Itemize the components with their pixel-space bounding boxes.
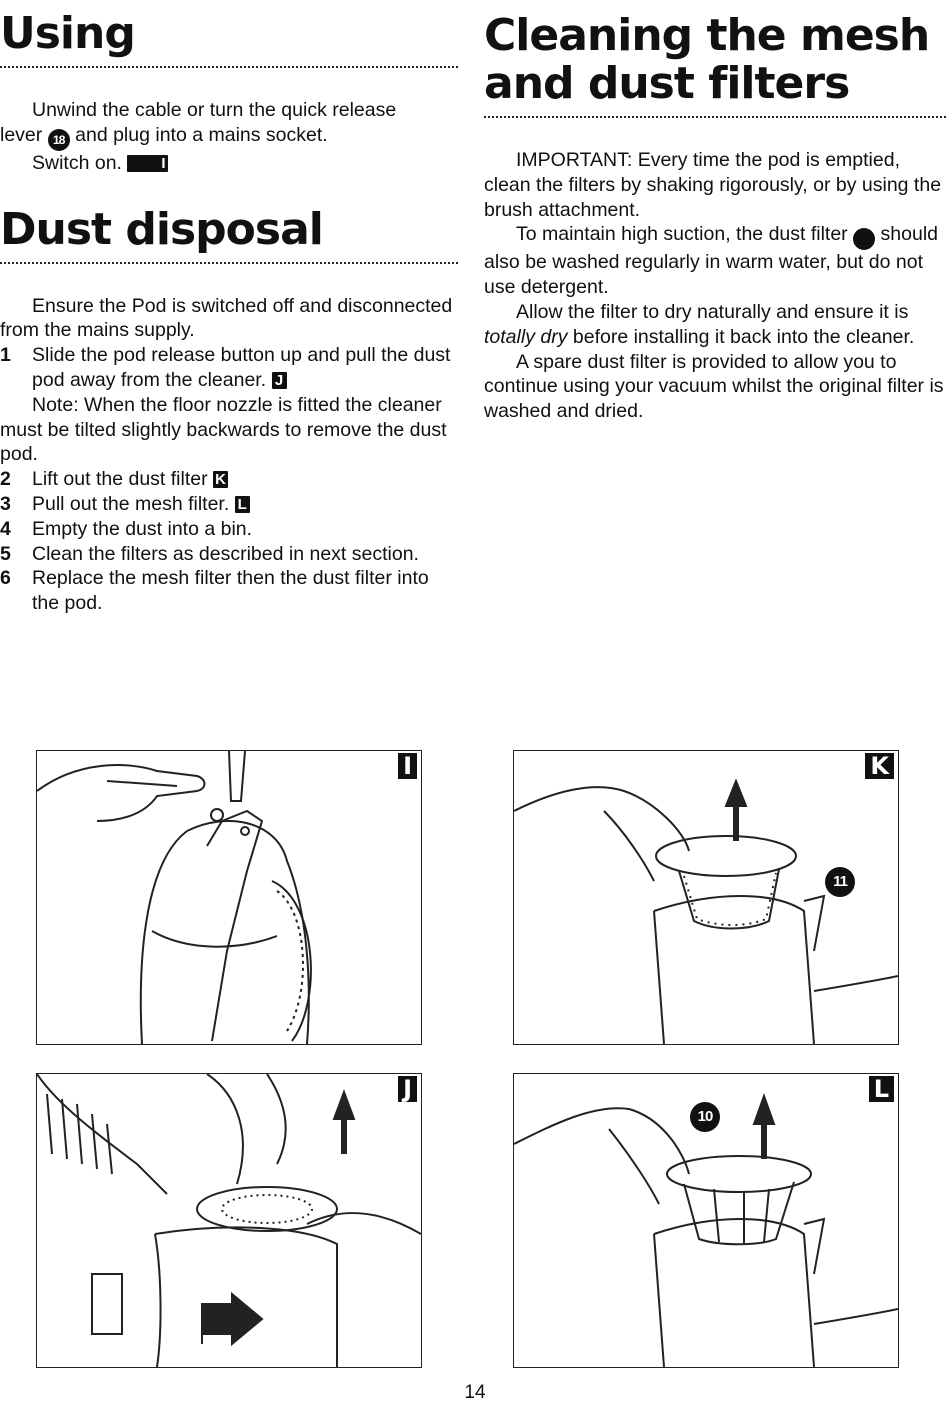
figure-label-j: J (398, 1076, 417, 1102)
step-1: 1 Slide the pod release button up and pu… (0, 344, 451, 391)
dust-note: Note: When the floor nozzle is fitted th… (0, 393, 447, 466)
fig-ref-j: J (271, 371, 287, 389)
figure-label-i: I (398, 753, 417, 779)
dust-disposal-heading: Dust disposal (0, 203, 324, 255)
step-6: 6 Replace the mesh filter then the dust … (0, 567, 429, 615)
callout-18: 18 (47, 128, 70, 151)
using-heading: Using (0, 8, 136, 59)
suction-paragraph: To maintain high suction, the dust filte… (484, 223, 938, 299)
figure-k: K 11 (513, 750, 899, 1045)
dust-intro: Ensure the Pod is switched off and disco… (0, 294, 453, 342)
spare-filter-paragraph: A spare dust filter is provided to allow… (484, 350, 944, 423)
using-line-2: lever 18 and plug into a mains socket. (0, 123, 458, 151)
important-paragraph: IMPORTANT: Every time the pod is emptied… (484, 149, 942, 221)
figure-l: L 10 (513, 1073, 899, 1368)
figure-label-k: K (865, 753, 894, 779)
dry-paragraph: Allow the filter to dry naturally and en… (484, 300, 915, 348)
page-number: 14 (464, 1382, 486, 1403)
fig-ref-l: L (234, 495, 250, 513)
dotted-rule (484, 116, 946, 118)
step-5: 5 Clean the filters as described in next… (0, 542, 419, 565)
dotted-rule (0, 66, 458, 68)
left-column: Using Unwind the cable or turn the quick… (0, 0, 458, 616)
using-line-1: Unwind the cable or turn the quick relea… (32, 99, 397, 121)
figure-j: J (36, 1073, 422, 1368)
dust-filter-illustration (514, 778, 898, 1044)
figure-l-callout: 10 (690, 1102, 720, 1132)
vacuum-switch-illustration (37, 751, 312, 1044)
fig-ref-k: K (213, 471, 229, 489)
step-4: 4 Empty the dust into a bin. (0, 517, 253, 540)
step-2: 2 Lift out the dust filter K (0, 467, 458, 492)
dotted-rule (0, 261, 458, 264)
callout-11: 11 (853, 228, 897, 251)
step-3: 3 Pull out the mesh filter. L (0, 492, 458, 517)
mesh-filter-illustration (514, 1093, 898, 1367)
figure-i: I (36, 750, 422, 1045)
pod-removal-illustration (37, 1074, 421, 1367)
fig-ref-i: I (127, 154, 168, 172)
cleaning-heading: Cleaning the mesh and dust filters (484, 10, 930, 109)
right-column: Cleaning the mesh and dust filters IMPOR… (484, 0, 946, 424)
figure-label-l: L (868, 1076, 894, 1102)
using-line-3: Switch on. I (32, 151, 168, 174)
figure-k-callout: 11 (825, 867, 855, 897)
